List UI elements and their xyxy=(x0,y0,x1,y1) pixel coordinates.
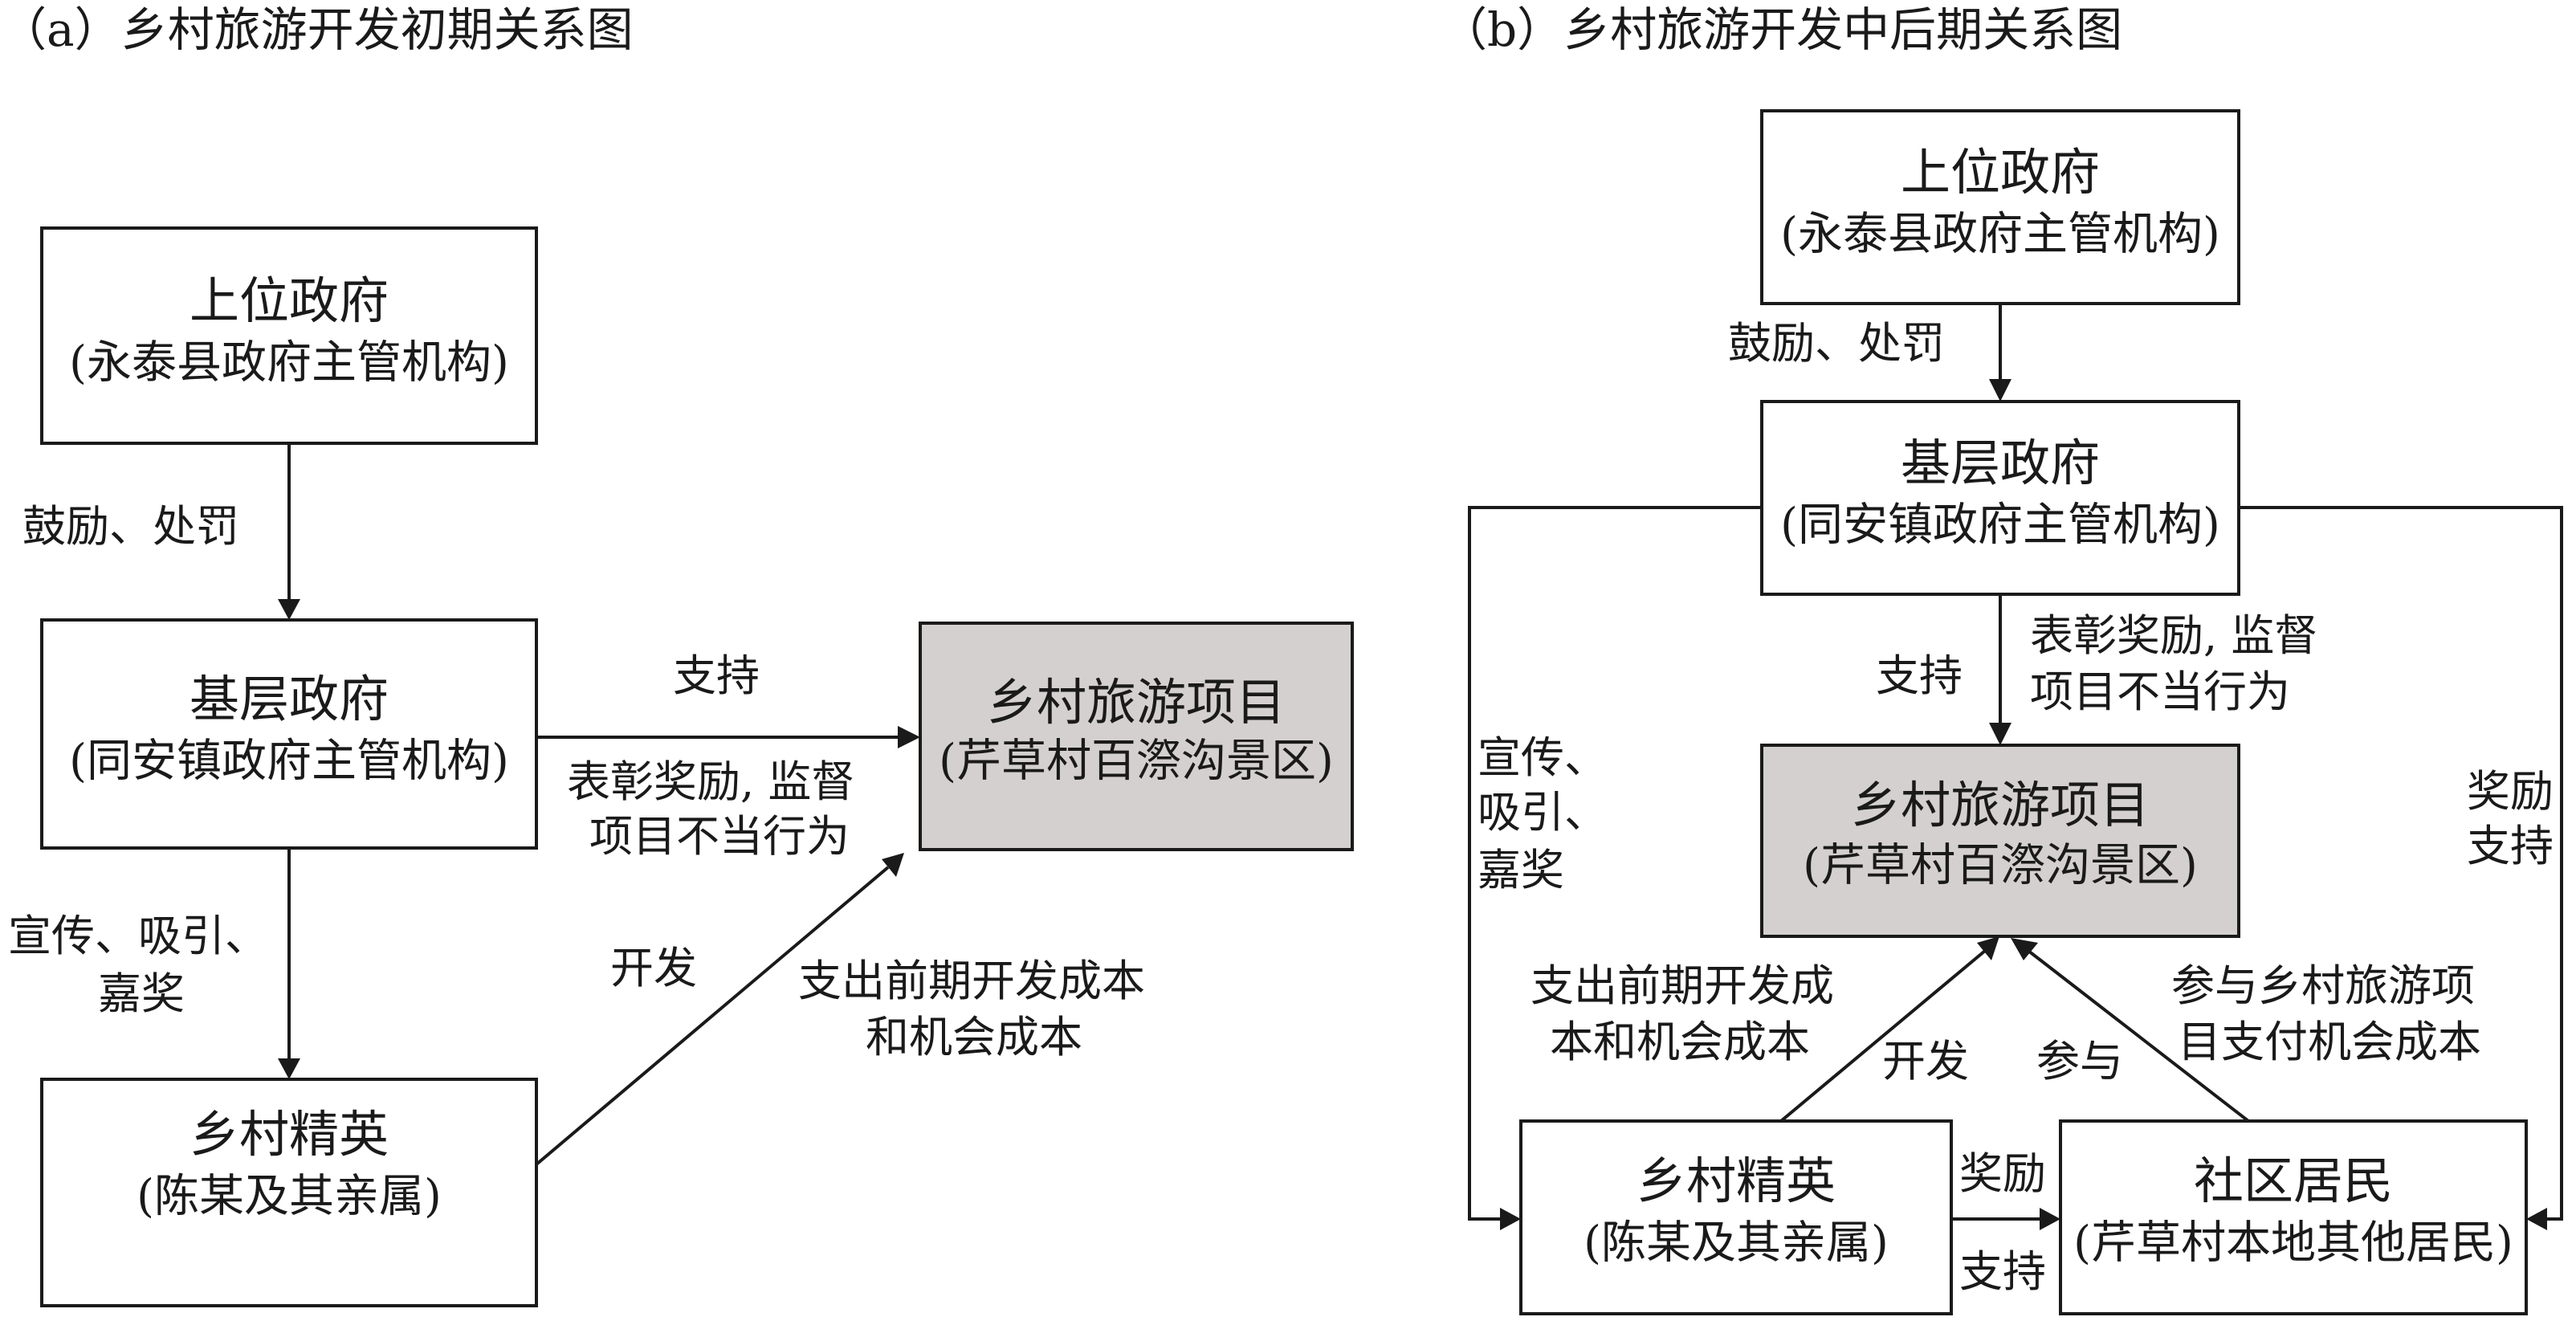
b-label-participate-cost-2: 目支付机会成本 xyxy=(2178,1017,2481,1067)
a-label-support: 支持 xyxy=(673,650,760,701)
b-arrowhead-residents-to-project xyxy=(2011,938,2038,960)
b-edge-base-to-elite xyxy=(1468,506,1762,1221)
b-label-cost-2: 本和机会成本 xyxy=(1550,1017,1810,1067)
b-residents-sub: (芹草村本地其他居民) xyxy=(2073,1217,2513,1270)
b-label-elite-support: 支持 xyxy=(1959,1246,2046,1297)
b-upper-gov-box: 上位政府 (永泰县政府主管机构) xyxy=(1760,109,2240,305)
b-label-commend-1: 表彰奖励, 监督 xyxy=(2030,610,2317,661)
b-elite-box: 乡村精英 (陈某及其亲属) xyxy=(1519,1119,1953,1315)
b-label-elite-reward: 奖励 xyxy=(1959,1148,2046,1199)
a-base-gov-title: 基层政府 xyxy=(190,670,389,728)
b-upper-gov-sub: (永泰县政府主管机构) xyxy=(1780,209,2220,261)
b-arrowhead-base-to-residents xyxy=(2526,1208,2547,1230)
a-upper-gov-title: 上位政府 xyxy=(190,271,389,330)
b-label-participate: 参与 xyxy=(2036,1036,2123,1086)
panel-a: （a）乡村旅游开发初期关系图 上位政府 (永泰县政府主管机构) 基层政府 (同安… xyxy=(0,2,1354,1307)
a-arrowhead-upper-to-base xyxy=(278,599,300,620)
a-label-promote-1: 宣传、吸引、 xyxy=(8,911,268,961)
b-label-reward-2: 支持 xyxy=(2467,821,2554,871)
b-label-participate-cost-1: 参与乡村旅游项 xyxy=(2171,960,2475,1011)
b-edge-base-to-residents xyxy=(2239,506,2563,1221)
b-upper-gov-title: 上位政府 xyxy=(1901,143,2100,202)
b-arrowhead-base-to-project xyxy=(1989,723,2011,745)
a-elite-box: 乡村精英 (陈某及其亲属) xyxy=(40,1078,538,1307)
b-label-promote-2: 吸引、 xyxy=(1478,787,1608,838)
panel-b: （b）乡村旅游开发中后期关系图 上位政府 (永泰县政府主管机构) 基层政府 (同… xyxy=(1441,2,2563,1315)
b-edge-elite-to-project xyxy=(1779,949,1987,1123)
b-base-gov-sub: (同安镇政府主管机构) xyxy=(1780,499,2220,552)
b-label-reward-1: 奖励 xyxy=(2467,766,2554,817)
a-label-develop: 开发 xyxy=(610,943,697,993)
a-label-cost-2: 和机会成本 xyxy=(866,1012,1082,1062)
b-edge-residents-to-project xyxy=(2027,949,2250,1123)
a-arrowhead-base-to-elite xyxy=(278,1058,300,1079)
a-arrowhead-base-to-project xyxy=(898,726,920,748)
a-label-cost-1: 支出前期开发成本 xyxy=(798,956,1145,1006)
b-label-develop: 开发 xyxy=(1882,1036,1969,1086)
panel-b-title: （b）乡村旅游开发中后期关系图 xyxy=(1441,2,2122,57)
b-base-gov-title: 基层政府 xyxy=(1901,434,2100,492)
b-project-title: 乡村旅游项目 xyxy=(1851,776,2150,834)
b-elite-sub: (陈某及其亲属) xyxy=(1584,1217,1889,1270)
a-label-commend-2: 项目不当行为 xyxy=(589,811,850,862)
a-project-sub: (芹草村百漈沟景区) xyxy=(939,736,1334,788)
b-project-sub: (芹草村百漈沟景区) xyxy=(1803,840,2198,892)
b-label-encourage-punish: 鼓励、处罚 xyxy=(1728,318,1945,369)
a-arrowhead-elite-to-project xyxy=(882,853,904,877)
a-project-box: 乡村旅游项目 (芹草村百漈沟景区) xyxy=(919,622,1354,851)
b-label-cost-1: 支出前期开发成 xyxy=(1531,960,1834,1011)
a-edge-elite-to-project xyxy=(535,866,890,1166)
b-label-support: 支持 xyxy=(1876,650,1963,701)
a-project-title: 乡村旅游项目 xyxy=(987,673,1286,732)
panel-a-title: （a）乡村旅游开发初期关系图 xyxy=(0,2,634,57)
b-label-commend-2: 项目不当行为 xyxy=(2030,667,2290,717)
b-elite-title: 乡村精英 xyxy=(1636,1152,1836,1210)
b-label-promote-1: 宣传、 xyxy=(1478,732,1608,783)
b-label-promote-3: 嘉奖 xyxy=(1478,845,1564,895)
a-elite-title: 乡村精英 xyxy=(190,1105,389,1164)
b-residents-box: 社区居民 (芹草村本地其他居民) xyxy=(2059,1119,2528,1315)
b-base-gov-box: 基层政府 (同安镇政府主管机构) xyxy=(1760,400,2240,596)
a-base-gov-box: 基层政府 (同安镇政府主管机构) xyxy=(40,618,538,850)
b-arrowhead-elite-to-project xyxy=(1977,936,1999,960)
a-upper-gov-sub: (永泰县政府主管机构) xyxy=(69,337,509,389)
b-arrowhead-upper-to-base xyxy=(1989,379,2011,402)
a-label-promote-2: 嘉奖 xyxy=(98,968,185,1019)
a-elite-sub: (陈某及其亲属) xyxy=(137,1171,442,1223)
a-base-gov-sub: (同安镇政府主管机构) xyxy=(69,736,509,788)
a-upper-gov-box: 上位政府 (永泰县政府主管机构) xyxy=(40,226,538,445)
b-project-box: 乡村旅游项目 (芹草村百漈沟景区) xyxy=(1760,744,2240,938)
a-label-encourage-punish: 鼓励、处罚 xyxy=(22,501,239,552)
b-arrowhead-elite-to-residents xyxy=(2040,1208,2060,1230)
b-residents-title: 社区居民 xyxy=(2194,1152,2393,1210)
b-arrowhead-base-to-elite xyxy=(1500,1208,1521,1230)
a-label-commend-1: 表彰奖励, 监督 xyxy=(567,756,854,807)
